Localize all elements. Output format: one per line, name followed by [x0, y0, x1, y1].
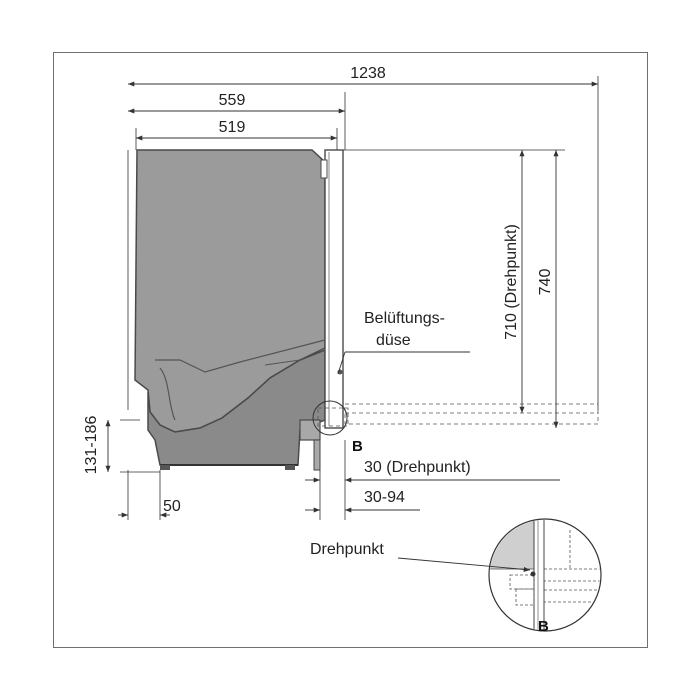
dim-1238: 1238: [350, 65, 386, 82]
door-panel: [313, 149, 344, 471]
detail-b-callout-circle: [312, 400, 348, 436]
pivot-label: Drehpunkt: [310, 541, 384, 558]
detail-b-label: B: [538, 618, 549, 635]
dim-50: 50: [163, 498, 181, 515]
detail-view-b: [397, 518, 602, 632]
dim-519: 519: [219, 119, 246, 136]
vent-label-line1: Belüftungs-: [364, 310, 445, 327]
pivot-point-icon: [530, 571, 536, 577]
detail-b-marker: B: [352, 438, 363, 455]
dim-131-186: 131-186: [83, 416, 100, 475]
dim-559: 559: [219, 92, 246, 109]
dim-30-94: 30-94: [364, 489, 405, 506]
vent-label-line2: düse: [376, 332, 411, 349]
drawing-frame: [53, 52, 648, 648]
dim-710-pivot: 710 (Drehpunkt): [503, 224, 520, 340]
dim-30-pivot: 30 (Drehpunkt): [364, 459, 471, 476]
dishwasher-body: [134, 149, 326, 470]
dim-740: 740: [537, 269, 554, 296]
